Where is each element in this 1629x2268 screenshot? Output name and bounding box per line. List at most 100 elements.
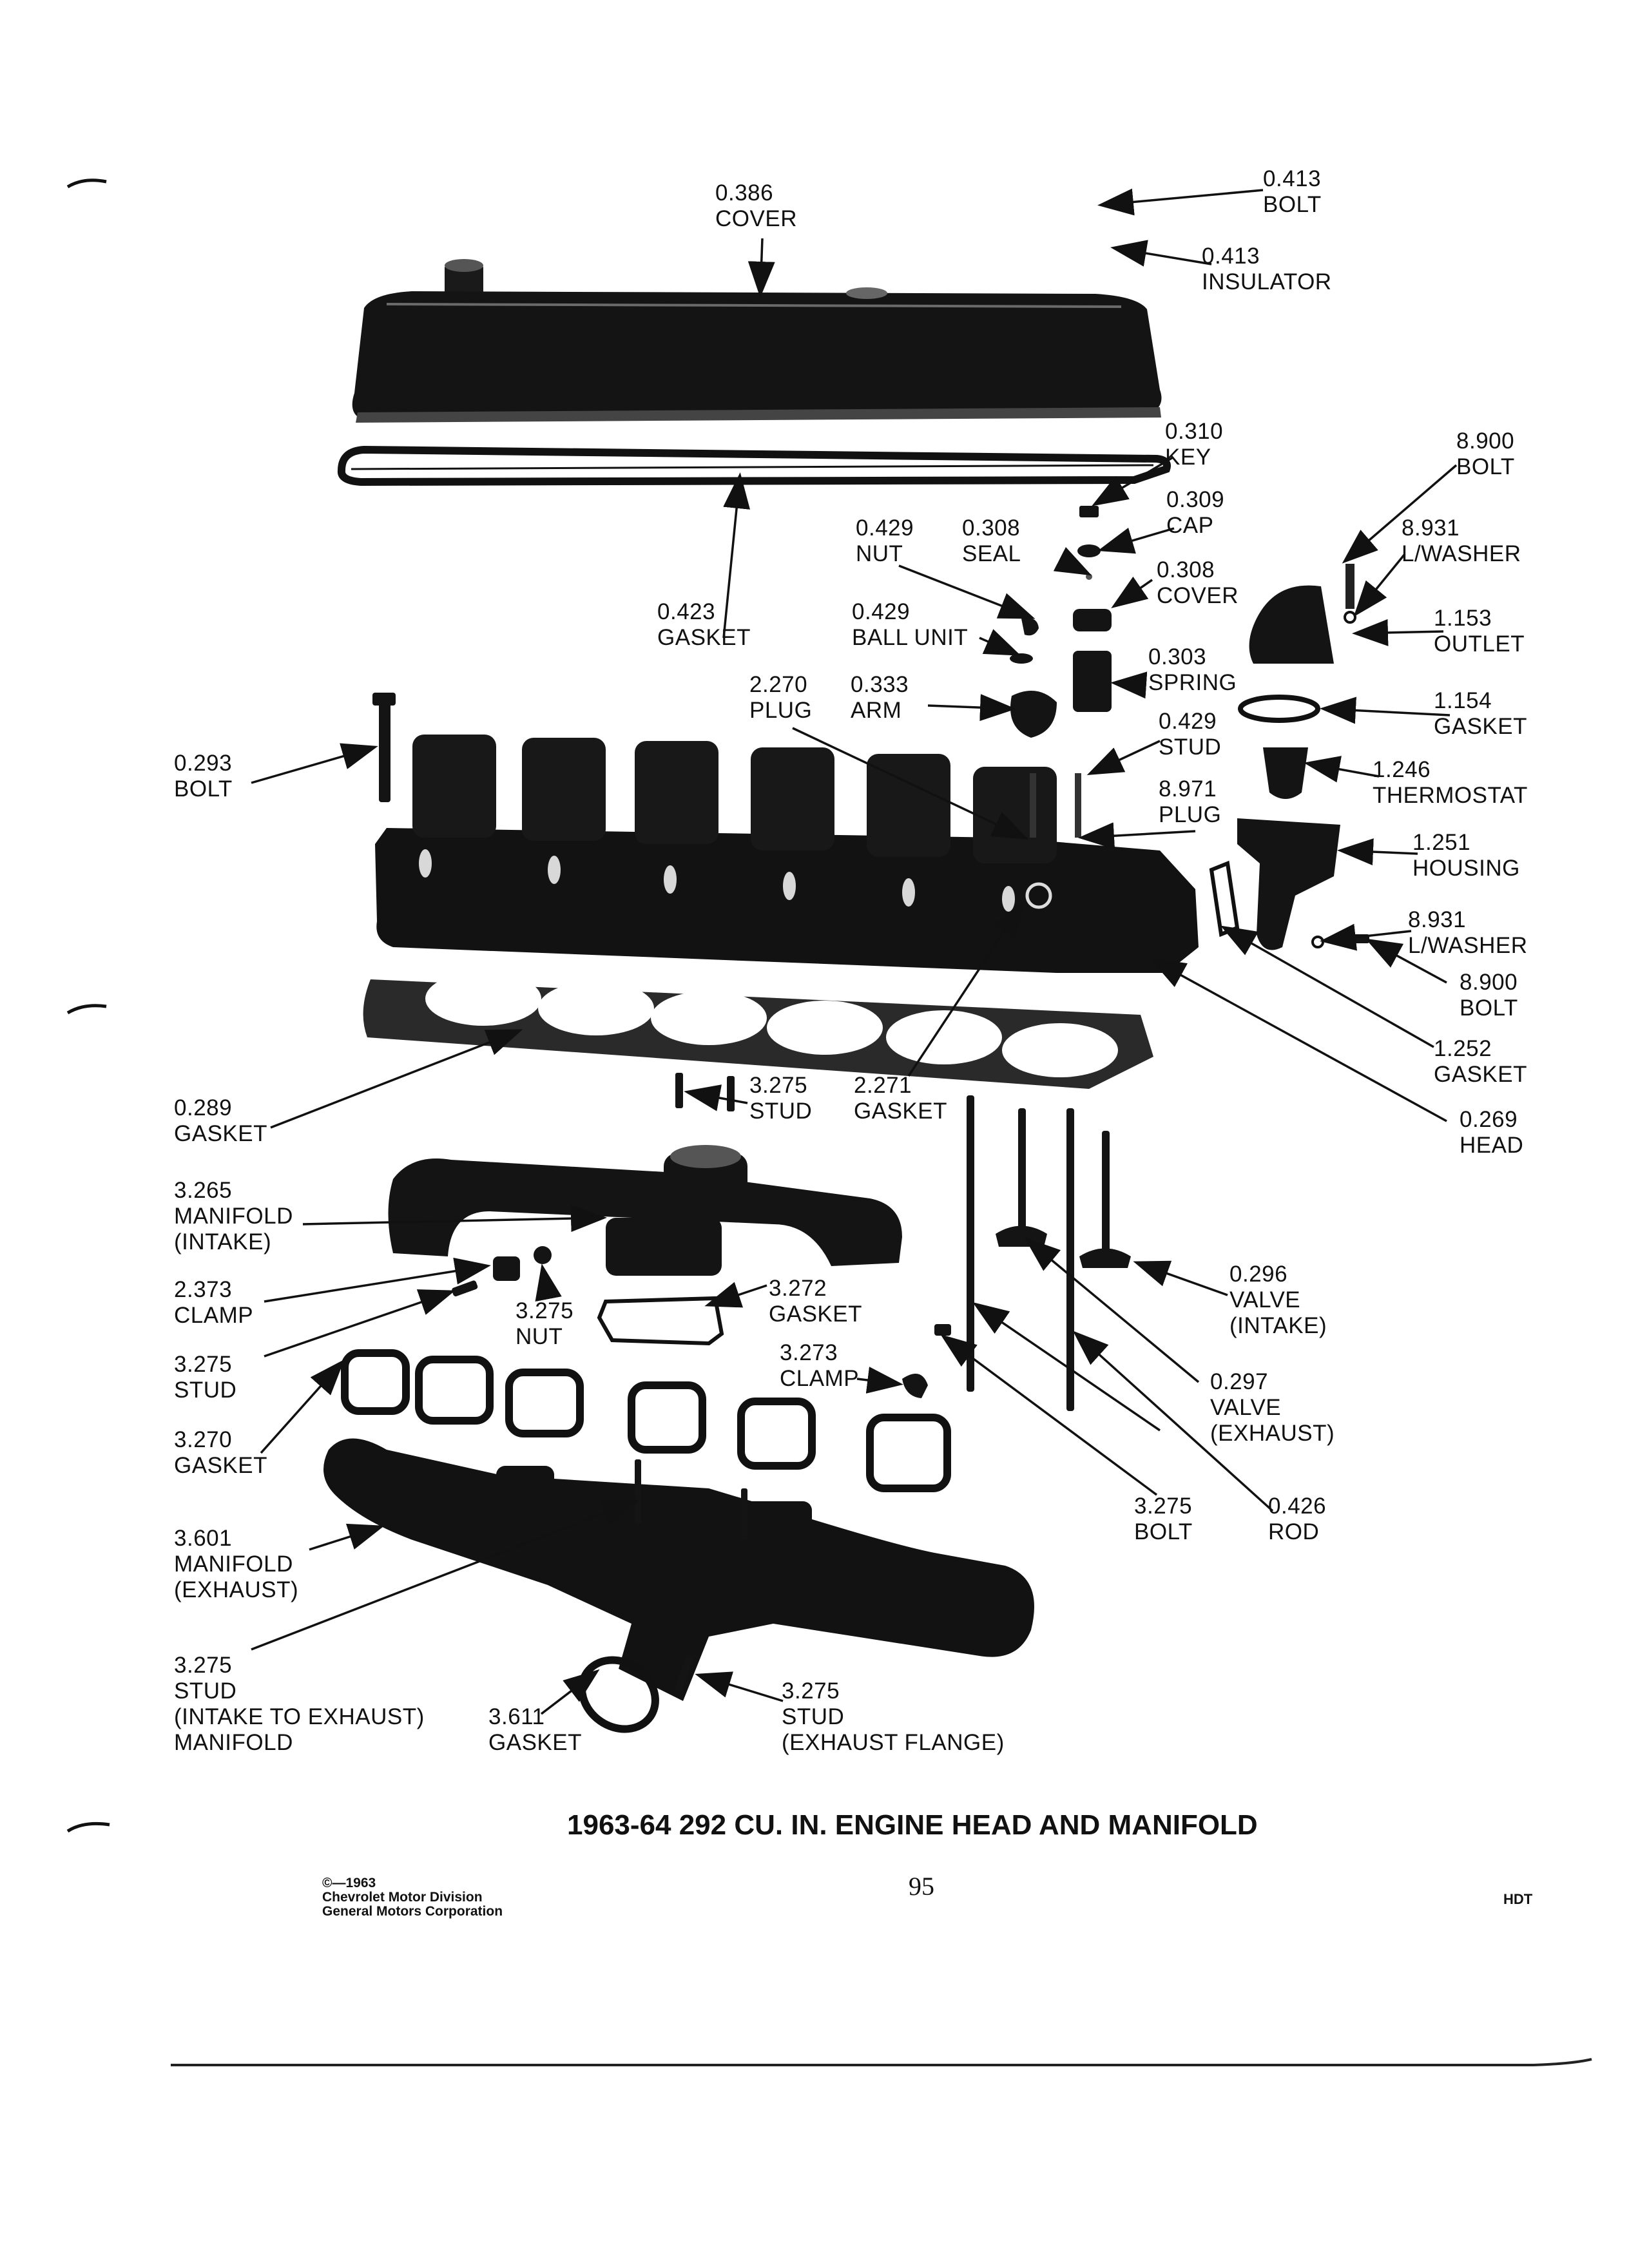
callout-text: CLAMP — [174, 1303, 254, 1328]
callout-code: 0.429 — [852, 599, 911, 624]
callout-text: HEAD — [1460, 1133, 1524, 1158]
figure-title: 1963-64 292 CU. IN. ENGINE HEAD AND MANI… — [567, 1809, 1258, 1841]
callout-text: BOLT — [174, 776, 233, 802]
callout-code: 3.601 — [174, 1526, 233, 1551]
callout-text: GASKET — [1434, 714, 1527, 739]
exhaust-gasket — [341, 1349, 951, 1492]
callout-code: 3.275 — [782, 1678, 840, 1704]
callout-text: BOLT — [1460, 995, 1518, 1021]
callout-code: 2.270 — [749, 672, 808, 697]
cover-gasket — [337, 445, 1171, 486]
callout-code: 0.426 — [1268, 1494, 1327, 1519]
callout-text: (EXHAUST) — [1210, 1421, 1335, 1446]
callout-text: ARM — [851, 698, 902, 723]
section-code: HDT — [1503, 1891, 1533, 1907]
callout-text: GASKET — [657, 625, 751, 650]
callout-code: 0.293 — [174, 751, 233, 776]
callout-code: 0.308 — [1157, 557, 1215, 582]
bottom-rule — [171, 2058, 1592, 2066]
callout-text: CAP — [1166, 513, 1214, 538]
callout-code: 8.931 — [1408, 907, 1467, 932]
callout-text: STUD — [174, 1678, 237, 1704]
callout-code: 0.303 — [1148, 644, 1207, 669]
callout-text: THERMOSTAT — [1373, 783, 1528, 808]
callout-text: GASKET — [1434, 1062, 1527, 1087]
callout-code: 8.971 — [1159, 776, 1217, 802]
intake-manifold — [388, 1145, 902, 1276]
callout-text: (INTAKE) — [174, 1229, 272, 1254]
callout-text: PLUG — [1159, 802, 1222, 827]
callout-code: 0.333 — [851, 672, 909, 697]
callout-code: 1.153 — [1434, 606, 1492, 631]
callout-text: SPRING — [1148, 670, 1237, 695]
callout-text: L/WASHER — [1408, 933, 1528, 958]
callout-code: 1.154 — [1434, 688, 1492, 713]
water-parts — [1209, 564, 1369, 950]
cylinder-head — [375, 735, 1199, 973]
callout-code: 0.423 — [657, 599, 716, 624]
callout-code: 3.273 — [780, 1340, 838, 1365]
callout-text: STUD — [749, 1099, 813, 1124]
exhaust-manifold — [323, 1438, 1034, 1701]
callout-code: 1.246 — [1373, 757, 1431, 782]
callout-text: STUD — [1159, 735, 1222, 760]
page-number: 95 — [909, 1872, 934, 1901]
callout-text: NUT — [516, 1324, 563, 1349]
callout-code: 0.413 — [1263, 166, 1322, 191]
callout-text: PLUG — [749, 698, 813, 723]
callout-text: STUD — [782, 1704, 845, 1729]
callout-text: BOLT — [1263, 192, 1322, 217]
fasteners — [372, 693, 1131, 1691]
callout-code: 1.251 — [1412, 830, 1471, 855]
callout-code: 0.269 — [1460, 1107, 1518, 1132]
callout-text: STUD — [174, 1378, 237, 1403]
callout-code: 1.252 — [1434, 1036, 1492, 1061]
callout-code: 2.373 — [174, 1277, 233, 1302]
callout-text: (INTAKE) — [1229, 1313, 1327, 1338]
callout-code: 0.308 — [962, 515, 1021, 541]
callout-text: VALVE — [1210, 1395, 1282, 1420]
copyright-line: ©—1963 — [322, 1876, 376, 1890]
callout-text: OUTLET — [1434, 631, 1525, 657]
callout-text: (EXHAUST FLANGE) — [782, 1730, 1005, 1755]
callout-code: 3.275 — [749, 1073, 808, 1098]
callout-text: (INTAKE TO EXHAUST) — [174, 1704, 425, 1729]
callout-code: 0.413 — [1202, 244, 1260, 269]
callout-text: L/WASHER — [1402, 541, 1521, 566]
valve-cover — [352, 259, 1162, 423]
callout-text: COVER — [715, 206, 797, 231]
callout-text: HOUSING — [1412, 856, 1520, 881]
callout-code: 3.611 — [488, 1704, 545, 1729]
callout-text: BALL UNIT — [852, 625, 969, 650]
